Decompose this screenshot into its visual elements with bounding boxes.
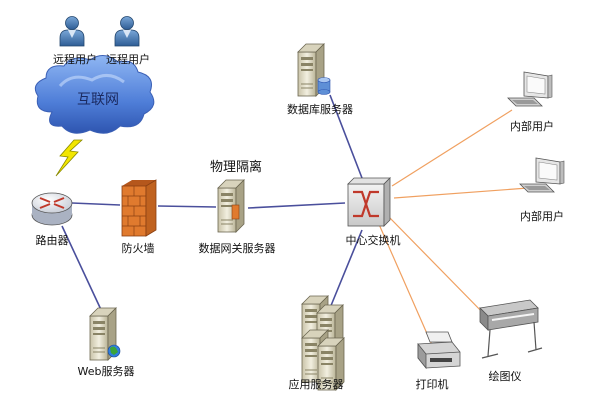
firewall-label: 防火墙 xyxy=(121,242,155,255)
link-switch-user2 xyxy=(393,187,529,199)
link-switch-plotter xyxy=(387,215,489,319)
router-label: 路由器 xyxy=(35,234,69,247)
database-icon xyxy=(317,77,331,95)
data-gateway-label: 数据网关服务器 xyxy=(198,242,276,255)
internet-label: 互联网 xyxy=(77,92,119,108)
lightning-icon xyxy=(55,139,84,177)
server-cluster-icon xyxy=(301,295,345,391)
links-orange xyxy=(377,109,529,346)
link-gateway-switch xyxy=(247,202,346,209)
desktop-icon xyxy=(519,157,565,193)
link-firewall-gateway xyxy=(157,205,217,208)
link-router-web xyxy=(61,225,104,315)
link-switch-user1 xyxy=(391,109,513,187)
link-switch-printer xyxy=(377,221,433,346)
remote-user-label-1: 远程用户 xyxy=(53,53,97,66)
gateway-marker xyxy=(231,204,240,220)
link-app-switch xyxy=(329,229,363,309)
plotter-icon xyxy=(479,299,543,359)
cloud-icon xyxy=(34,55,155,134)
web-server-label: Web服务器 xyxy=(77,365,135,378)
globe-icon xyxy=(107,344,121,358)
server-icon xyxy=(217,179,245,233)
links-blue xyxy=(61,94,363,315)
internal-user-label-1: 内部用户 xyxy=(510,120,554,133)
link-router-firewall xyxy=(71,202,121,206)
isolation-label: 物理隔离 xyxy=(209,160,263,175)
desktop-icon xyxy=(507,71,553,107)
core-switch-label: 中心交换机 xyxy=(345,234,401,247)
printer-label: 打印机 xyxy=(415,378,449,391)
link-db-switch xyxy=(329,94,363,179)
user-icon xyxy=(59,16,85,47)
plotter-label: 绘图仪 xyxy=(488,370,522,383)
router-icon xyxy=(31,192,73,226)
user-icon xyxy=(114,16,140,47)
app-server-label: 应用服务器 xyxy=(288,378,344,391)
firewall-icon xyxy=(121,179,157,237)
database-server-label: 数据库服务器 xyxy=(287,103,353,116)
switch-icon xyxy=(347,177,391,227)
printer-icon xyxy=(417,331,461,370)
internal-user-label-2: 内部用户 xyxy=(520,210,564,223)
remote-user-label-2: 远程用户 xyxy=(106,53,150,66)
